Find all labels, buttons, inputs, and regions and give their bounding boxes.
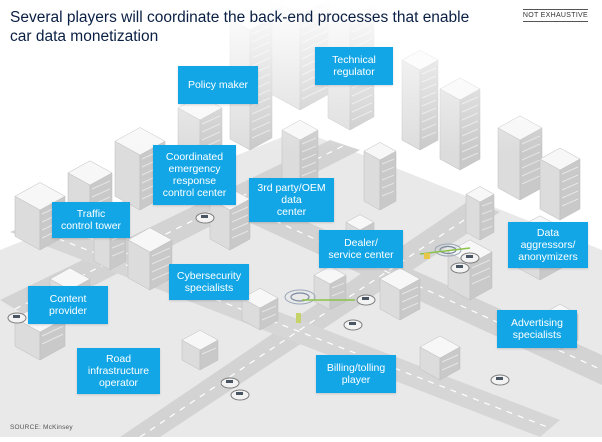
label-data-aggregators: Data aggressors/ anonymizers: [508, 222, 588, 268]
label-policy-maker: Policy maker: [178, 66, 258, 104]
label-content-provider: Content provider: [28, 286, 108, 324]
label-billing-tolling-player: Billing/tolling player: [316, 355, 396, 393]
label-oem-data-center: 3rd party/OEM data center: [249, 178, 334, 222]
not-exhaustive-badge: NOT EXHAUSTIVE: [522, 9, 588, 22]
label-road-infrastructure-operator: Road infrastructure operator: [77, 348, 160, 394]
label-emergency-control-center: Coordinated emergency response control c…: [153, 145, 236, 205]
label-dealer-service-center: Dealer/ service center: [319, 230, 403, 268]
label-traffic-control-tower: Traffic control tower: [52, 202, 130, 238]
page-title: Several players will coordinate the back…: [10, 9, 470, 45]
label-advertising-specialists: Advertising specialists: [497, 310, 577, 348]
label-cybersecurity-specialists: Cybersecurity specialists: [169, 264, 249, 300]
source-note: SOURCE: McKinsey: [10, 424, 73, 431]
label-technical-regulator: Technical regulator: [315, 47, 393, 85]
